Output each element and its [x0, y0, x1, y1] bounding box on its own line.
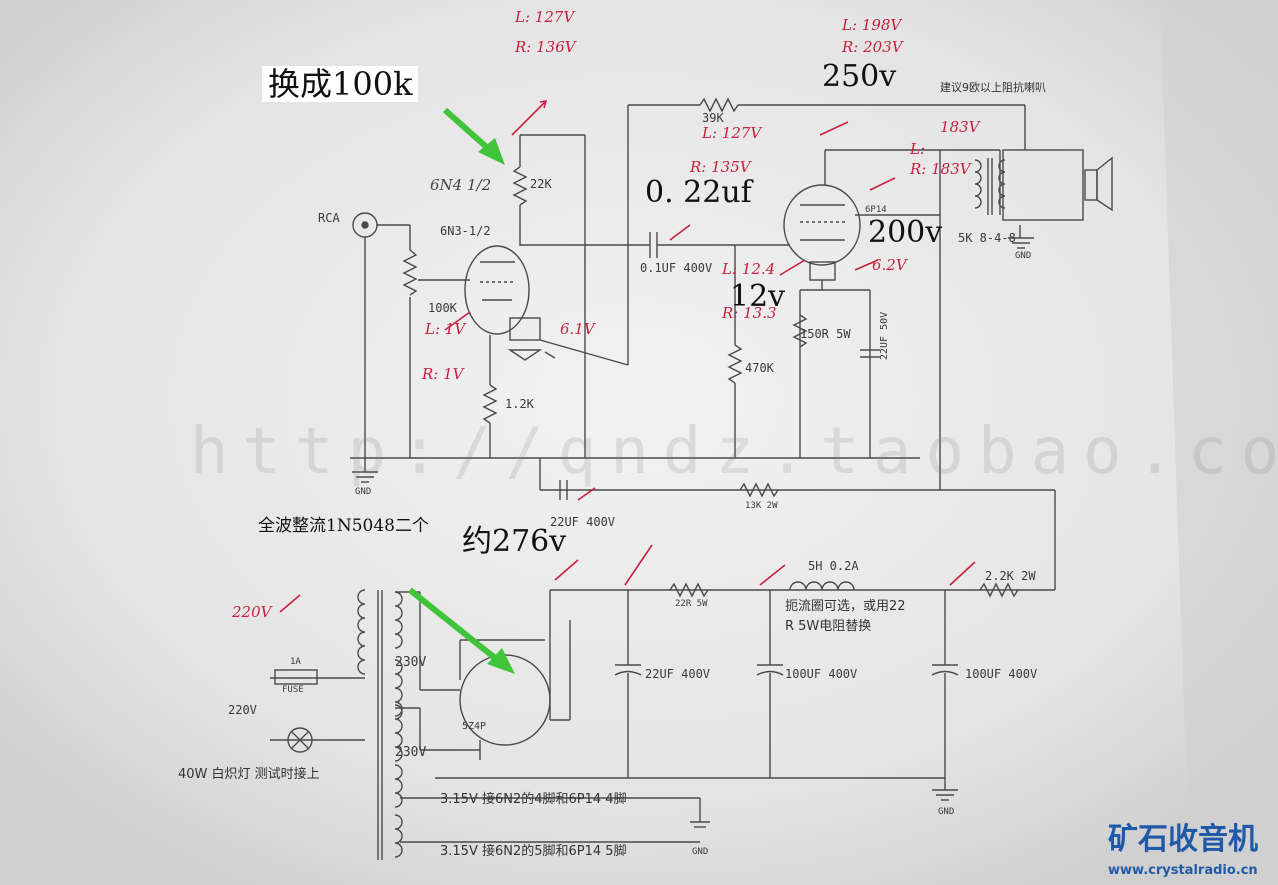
label-fuse-rating: 1A: [290, 657, 301, 667]
annotation-250v: 250v: [822, 59, 897, 94]
label-choke-note-2: R 5W电阻替换: [785, 619, 872, 634]
hw-cathode1-left: L: 1V: [425, 320, 466, 338]
label-t230a: 230V: [395, 655, 427, 670]
watermark-url: http://qndz.taobao.com: [190, 415, 1278, 489]
label-gnd-4: GND: [692, 847, 709, 857]
label-t230b: 230V: [395, 745, 427, 760]
paper-shadow: [1160, 0, 1278, 885]
annotation-276v: 约276v: [462, 524, 567, 559]
label-r22k2w: 2.2K 2W: [985, 569, 1036, 583]
label-heater-2: 3.15V 接6N2的5脚和6P14 5脚: [440, 844, 627, 859]
label-heater-1: 3.15V 接6N2的4脚和6P14 4脚: [440, 792, 627, 807]
green-callout-arrows: [408, 107, 515, 674]
red-probe-arrows: [279, 100, 976, 613]
hw-screen: 183V: [940, 118, 980, 136]
hw-tube1-name: 6N4 1/2: [430, 176, 492, 194]
label-cap01: 0.1UF 400V: [640, 261, 713, 275]
label-gnd-1: GND: [355, 487, 372, 497]
label-r12k: 1.2K: [505, 397, 534, 411]
annotation-replace-100k: 换成100k: [262, 66, 419, 102]
site-logo-url: www.crystalradio.cn: [1108, 863, 1258, 878]
annotation-12v: 12v: [730, 279, 786, 314]
hw-heater1: 6.1V: [560, 320, 595, 338]
label-cap100a: 100UF 400V: [785, 667, 858, 681]
hw-heater2: 6.2V: [872, 256, 907, 274]
label-mains-in: 220V: [228, 703, 257, 717]
hw-grid2-left: L: 127V: [702, 124, 762, 142]
annotation-full-wave: 全波整流1N5048二个: [258, 516, 429, 536]
label-cap22-cathode: 22UF 50V: [879, 311, 890, 360]
label-lamp: 40W 白炽灯 测试时接上: [178, 767, 320, 782]
hw-top-right: R: 203V: [842, 38, 903, 56]
hw-plate1-right: R: 136V: [515, 38, 576, 56]
label-cap22: 22UF 400V: [550, 515, 616, 529]
site-logo: 矿石收音机: [1108, 822, 1258, 857]
label-pot: 100K: [428, 301, 457, 315]
label-choke-note-1: 扼流圈可选，或用22: [785, 599, 906, 614]
label-tube2: 6P14: [865, 205, 887, 215]
label-tube1: 6N3-1/2: [440, 224, 491, 238]
hw-plate1-left: L: 127V: [515, 8, 575, 26]
hw-plate2-right: R: 183V: [910, 160, 971, 178]
label-r13k: 13K 2W: [745, 501, 778, 511]
label-r39k: 39K: [702, 111, 724, 125]
hw-cathode1-right: R: 1V: [422, 365, 464, 383]
annotation-cap-022uf: 0. 22uf: [645, 175, 752, 210]
label-fuse: FUSE: [282, 685, 304, 695]
hw-plate2-left: L:: [910, 140, 926, 158]
label-gnd-3: GND: [938, 807, 955, 817]
label-cap100b: 100UF 400V: [965, 667, 1038, 681]
label-choke: 5H 0.2A: [808, 559, 859, 573]
label-r22r: 22R 5W: [675, 599, 708, 609]
label-rectifier: 5Z4P: [462, 721, 487, 732]
label-r150: 150R 5W: [800, 327, 851, 341]
label-speaker: 5K 8-4-8: [958, 231, 1016, 245]
wires: [270, 97, 1113, 860]
label-speaker-note: 建议9欧以上阻抗喇叭: [940, 81, 1046, 94]
hw-grid2-right: R: 135V: [690, 158, 751, 176]
hw-cathode2-right: R: 13.3: [722, 304, 777, 322]
annotation-200v: 200v: [868, 215, 943, 250]
label-gnd-2: GND: [1015, 251, 1032, 261]
label-r22k: 22K: [530, 177, 552, 191]
label-r470k: 470K: [745, 361, 774, 375]
label-rca: RCA: [318, 211, 340, 225]
hw-cathode2-left: L: 12.4: [722, 260, 776, 278]
hw-mains: 220V: [232, 603, 272, 621]
label-cap22-psu: 22UF 400V: [645, 667, 711, 681]
hw-top-left: L: 198V: [842, 16, 902, 34]
